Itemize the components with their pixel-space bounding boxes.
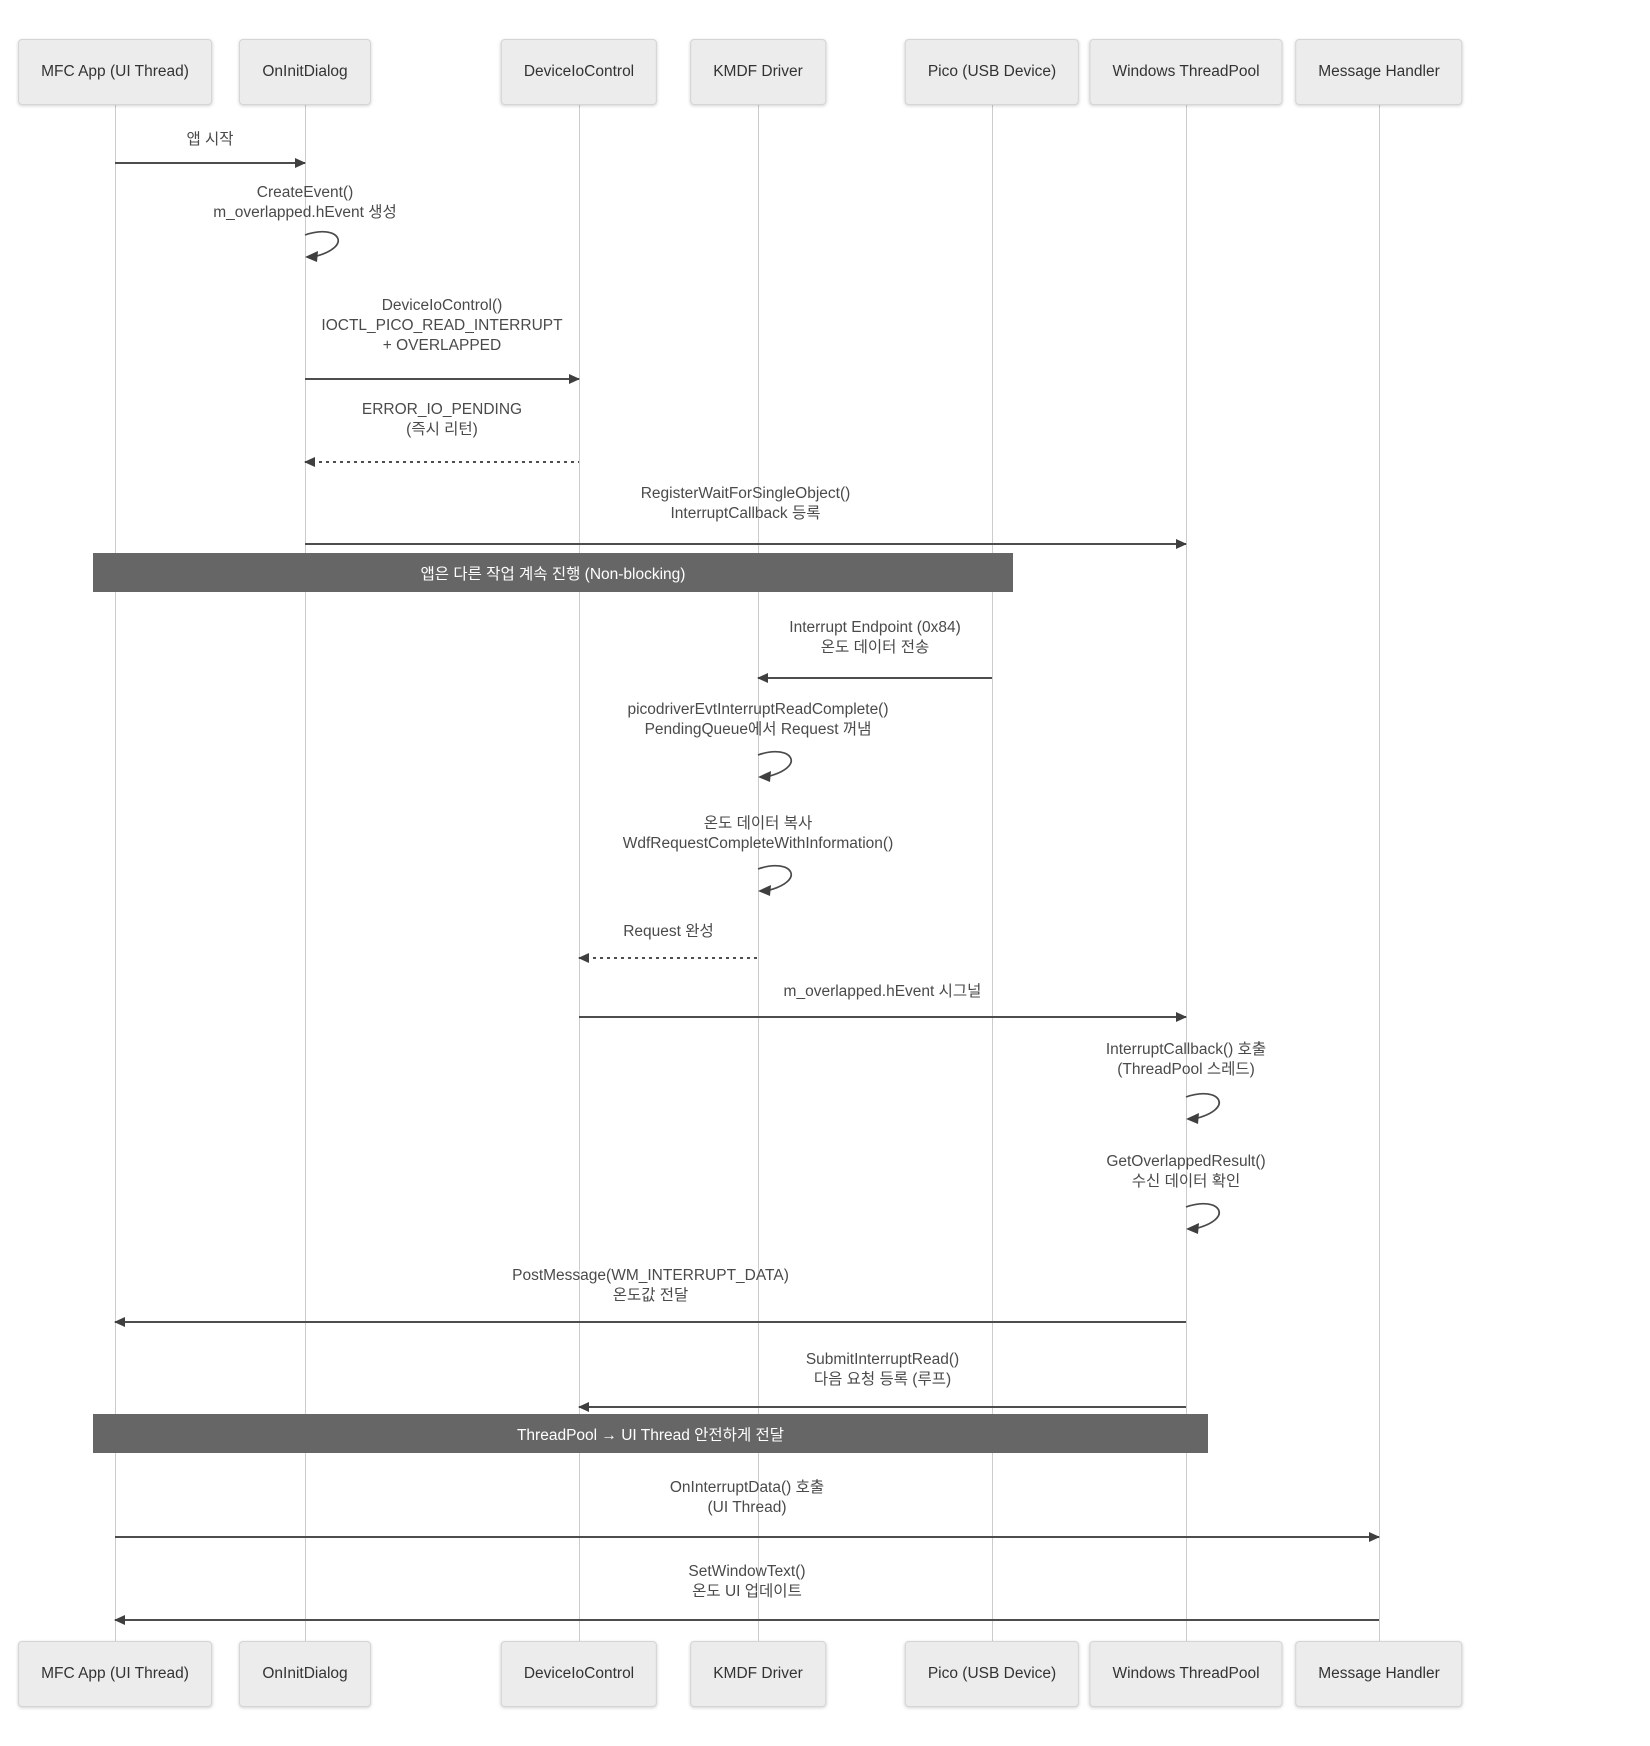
message-label: SubmitInterruptRead() 다음 요청 등록 (루프): [805, 1351, 960, 1388]
lifeline-message-handler: [1379, 105, 1380, 1641]
message-label: ERROR_IO_PENDING (즉시 리턴): [361, 401, 523, 438]
message-label: picodriverEvtInterruptReadComplete() Pen…: [627, 701, 889, 738]
lifeline-pico-usb: [992, 105, 993, 1641]
message-label: InterruptCallback() 호출 (ThreadPool 스레드): [1105, 1041, 1267, 1078]
participant-bottom-deviceiocontrol: DeviceIoControl: [500, 1641, 658, 1707]
message-label: Interrupt Endpoint (0x84) 온도 데이터 전송: [789, 619, 961, 656]
message-arrow: [305, 539, 1187, 549]
self-loop-arrow-icon: [757, 750, 792, 782]
message-label: SetWindowText() 온도 UI 업데이트: [688, 1563, 806, 1600]
arrowhead-left-icon: [304, 457, 315, 467]
message-label: PostMessage(WM_INTERRUPT_DATA) 온도값 전달: [512, 1267, 789, 1304]
participant-top-kmdf-driver: KMDF Driver: [690, 39, 826, 105]
participant-bottom-oninitdialog: OnInitDialog: [239, 1641, 371, 1707]
participant-top-mfc-app: MFC App (UI Thread): [18, 39, 212, 105]
participant-bottom-pico-usb: Pico (USB Device): [904, 1641, 1080, 1707]
arrowhead-right-icon: [1369, 1532, 1380, 1542]
message-label: CreateEvent() m_overlapped.hEvent 생성: [213, 184, 397, 221]
message-arrow: [305, 374, 580, 384]
message-arrow: [578, 1402, 1186, 1412]
self-loop-arrow-icon: [1185, 1202, 1220, 1234]
message-arrow: [114, 1317, 1186, 1327]
message-label: 온도 데이터 복사 WdfRequestCompleteWithInformat…: [622, 815, 894, 852]
message-arrow: [115, 1532, 1380, 1542]
message-label: RegisterWaitForSingleObject() InterruptC…: [640, 485, 851, 522]
message-arrow: [115, 158, 306, 168]
participant-top-threadpool: Windows ThreadPool: [1089, 39, 1283, 105]
message-label: m_overlapped.hEvent 시그널: [783, 983, 982, 1000]
lifeline-kmdf-driver: [758, 105, 759, 1641]
message-label: OnInterruptData() 호출 (UI Thread): [669, 1479, 825, 1516]
lifeline-mfc-app: [115, 105, 116, 1641]
message-arrow: [114, 1615, 1379, 1625]
participant-bottom-mfc-app: MFC App (UI Thread): [18, 1641, 212, 1707]
self-loop-arrow-icon: [1185, 1092, 1220, 1124]
participant-bottom-message-handler: Message Handler: [1295, 1641, 1463, 1707]
arrowhead-left-icon: [114, 1317, 125, 1327]
message-label: 앱 시작: [186, 131, 234, 148]
arrowhead-right-icon: [295, 158, 306, 168]
participant-bottom-threadpool: Windows ThreadPool: [1089, 1641, 1283, 1707]
lifeline-deviceiocontrol: [579, 105, 580, 1641]
self-loop-arrow-icon: [757, 864, 792, 896]
arrowhead-left-icon: [578, 953, 589, 963]
participant-top-deviceiocontrol: DeviceIoControl: [500, 39, 658, 105]
arrowhead-right-icon: [569, 374, 580, 384]
activity-band-nonblocking: 앱은 다른 작업 계속 진행 (Non-blocking): [93, 553, 1013, 592]
participant-top-message-handler: Message Handler: [1295, 39, 1463, 105]
arrowhead-left-icon: [114, 1615, 125, 1625]
arrowhead-left-icon: [578, 1402, 589, 1412]
participant-bottom-kmdf-driver: KMDF Driver: [690, 1641, 826, 1707]
self-loop-arrow-icon: [304, 230, 339, 262]
lifeline-threadpool: [1186, 105, 1187, 1641]
message-arrow-dashed: [578, 953, 758, 963]
message-label: Request 완성: [623, 923, 714, 940]
message-arrow-dashed: [304, 457, 579, 467]
participant-top-pico-usb: Pico (USB Device): [904, 39, 1080, 105]
message-label: DeviceIoControl() IOCTL_PICO_READ_INTERR…: [321, 297, 563, 354]
activity-band-threadpool-ui: ThreadPool → UI Thread 안전하게 전달: [93, 1414, 1208, 1453]
lifeline-oninitdialog: [305, 105, 306, 1641]
arrowhead-left-icon: [757, 673, 768, 683]
message-label: GetOverlappedResult() 수신 데이터 확인: [1106, 1153, 1266, 1190]
message-arrow: [579, 1012, 1187, 1022]
arrowhead-right-icon: [1176, 1012, 1187, 1022]
participant-top-oninitdialog: OnInitDialog: [239, 39, 371, 105]
arrowhead-right-icon: [1176, 539, 1187, 549]
message-arrow: [757, 673, 992, 683]
